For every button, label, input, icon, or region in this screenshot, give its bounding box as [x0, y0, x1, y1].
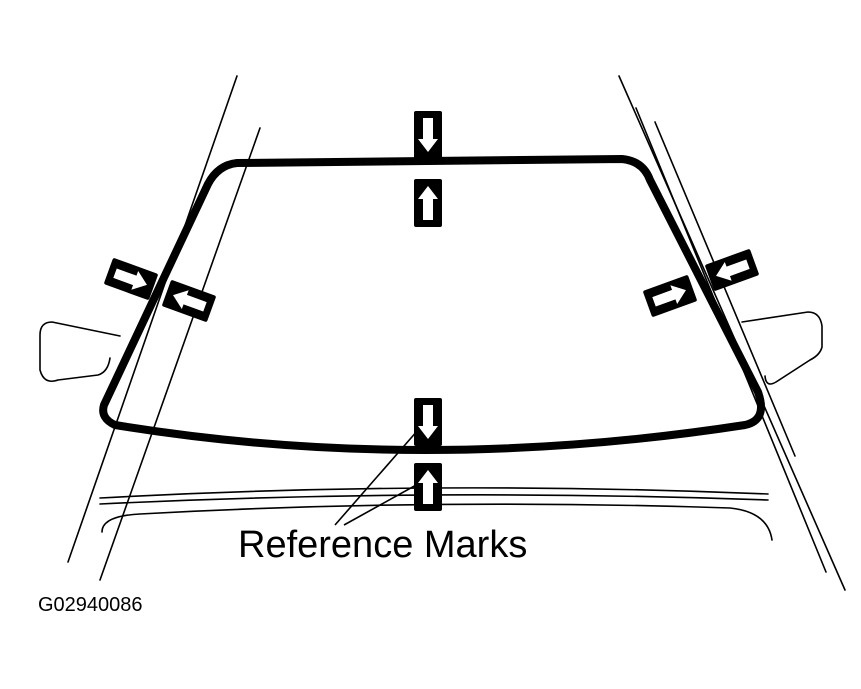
- leader-line-lower: [343, 483, 419, 526]
- reference-mark-arrow-icon: [414, 398, 442, 446]
- left-pillar-line-outer: [67, 75, 238, 563]
- reference-marks-label: Reference Marks: [238, 524, 528, 566]
- reference-mark-arrow-icon: [642, 274, 698, 318]
- reference-mark-arrow-icon: [414, 179, 442, 227]
- reference-mark-arrow-icon: [103, 257, 159, 301]
- right-pillar-line-inner: [654, 121, 796, 457]
- right-mirror: [741, 311, 823, 385]
- figure-id-label: G02940086: [38, 594, 143, 616]
- reference-mark-arrow-icon: [704, 248, 760, 292]
- left-mirror: [39, 321, 121, 383]
- reference-mark-arrow-icon: [414, 463, 442, 511]
- reference-mark-arrow-icon: [161, 279, 217, 323]
- reference-mark-arrow-icon: [414, 111, 442, 159]
- leader-line-upper: [334, 429, 419, 526]
- left-pillar-line-inner: [99, 127, 261, 581]
- windshield-outline: [99, 155, 765, 454]
- callout-leader-lines: [334, 429, 419, 526]
